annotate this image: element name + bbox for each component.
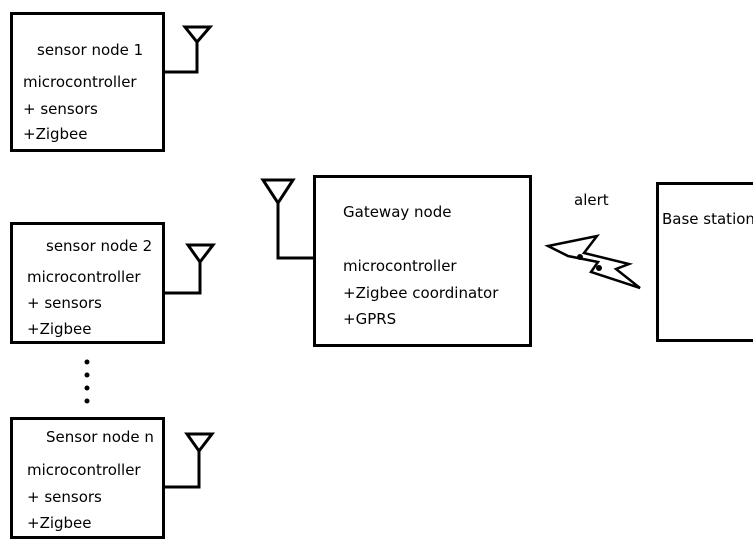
sensor-node-2-box: sensor node 2 microcontroller + sensors … — [10, 222, 165, 344]
lightning-bolt-icon — [544, 234, 641, 290]
sensor-node-line: + sensors — [23, 100, 98, 118]
sensor-node-line: + sensors — [27, 488, 102, 506]
sensor-node-title: sensor node 2 — [46, 237, 153, 255]
sensor-node-title: Sensor node n — [46, 428, 154, 446]
gateway-title: Gateway node — [343, 203, 452, 221]
antenna-icon — [165, 243, 217, 295]
gateway-node-box: Gateway node microcontroller +Zigbee coo… — [313, 175, 532, 347]
sensor-node-line: microcontroller — [27, 461, 141, 479]
sensor-node-line: +Zigbee — [23, 125, 88, 143]
sensor-node-line: +Zigbee — [27, 514, 92, 532]
antenna-icon — [165, 432, 216, 489]
sensor-node-line: microcontroller — [27, 268, 141, 286]
gateway-line: +GPRS — [343, 310, 397, 328]
antenna-icon — [260, 178, 315, 260]
sensor-node-line: +Zigbee — [27, 320, 92, 338]
sensor-node-line: microcontroller — [23, 73, 137, 91]
antenna-icon — [165, 25, 214, 74]
base-station-box: Base station — [656, 182, 753, 342]
gateway-line: microcontroller — [343, 257, 457, 275]
sensor-node-line: + sensors — [27, 294, 102, 312]
ellipsis-dots — [84, 359, 90, 404]
gateway-line: +Zigbee coordinator — [343, 284, 499, 302]
sensor-node-1-box: sensor node 1 microcontroller + sensors … — [10, 12, 165, 152]
sensor-node-n-box: Sensor node n microcontroller + sensors … — [10, 417, 165, 539]
sensor-node-title: sensor node 1 — [37, 41, 144, 59]
base-station-title: Base station — [662, 210, 753, 228]
alert-label: alert — [574, 191, 609, 209]
